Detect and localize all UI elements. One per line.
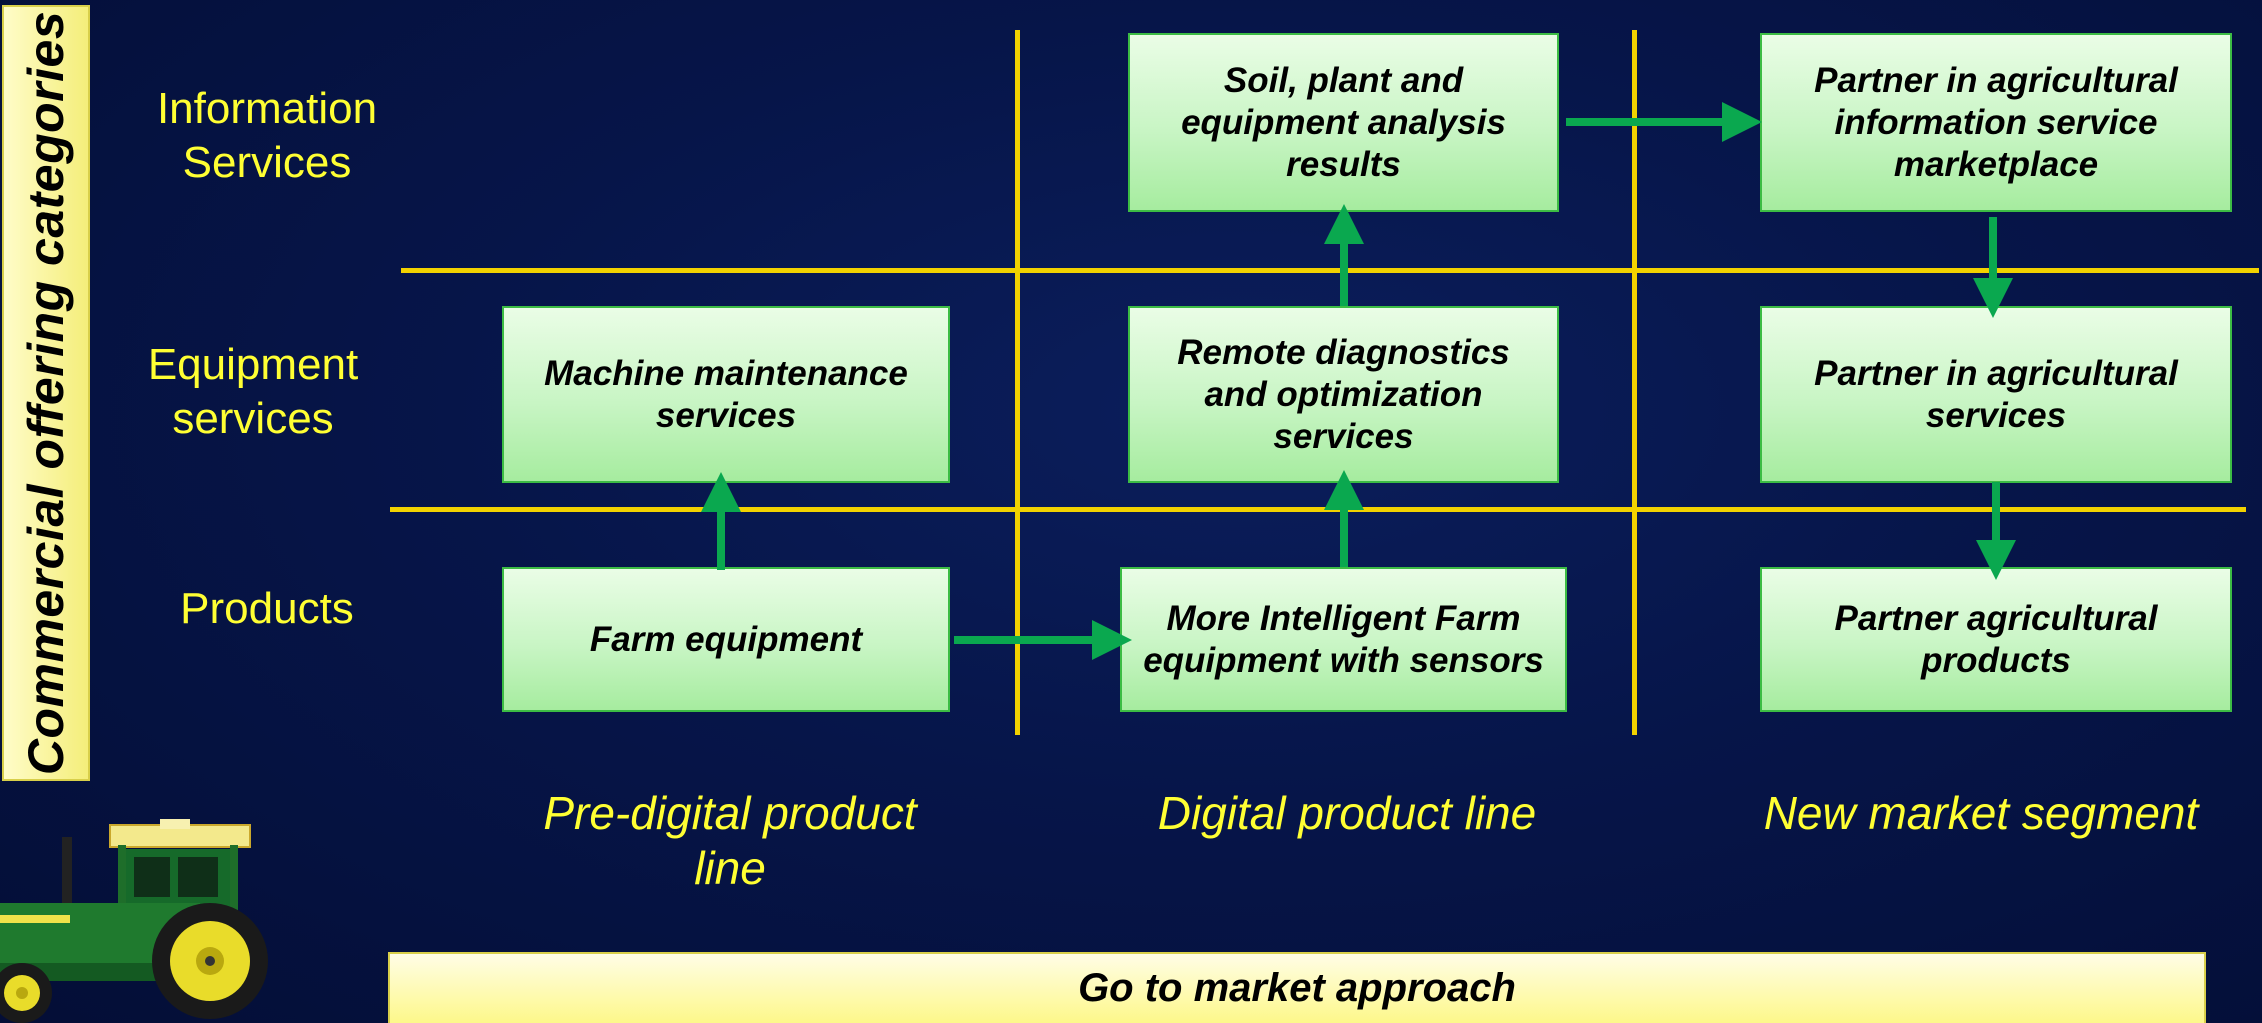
grid-line-vertical-right [1632,30,1637,735]
commercial-offering-categories-label: Commercial offering categories [2,5,90,781]
row-label-information-services: Information Services [156,84,378,187]
box-intelligent-farm-equipment: More Intelligent Farm equipment with sen… [1120,567,1567,712]
box-soil-plant-equipment-analysis: Soil, plant and equipment analysis resul… [1128,33,1559,212]
box-partner-agricultural-products: Partner agricultural products [1760,567,2232,712]
row-label-products: Products [180,584,354,633]
tractor-image [0,819,268,1023]
column-label-digital: Digital product line [1157,787,1537,839]
box-partner-info-marketplace: Partner in agricultural information serv… [1760,33,2232,212]
box-remote-diagnostics: Remote diagnostics and optimization serv… [1128,306,1559,483]
box-farm-equipment: Farm equipment [502,567,950,712]
grid-line-horizontal-top [401,268,2259,273]
grid-line-vertical-left [1015,30,1020,735]
column-label-pre-digital: Pre-digital product line [543,787,917,894]
column-label-new-market: New market segment [1763,787,2199,839]
grid-line-horizontal-bottom [390,507,2246,512]
go-to-market-approach-bar: Go to market approach [388,952,2206,1023]
row-label-equipment-services: Equipment services [147,340,359,443]
go-to-market-approach-text: Go to market approach [1078,966,1516,1010]
box-partner-agricultural-services: Partner in agricultural services [1760,306,2232,483]
